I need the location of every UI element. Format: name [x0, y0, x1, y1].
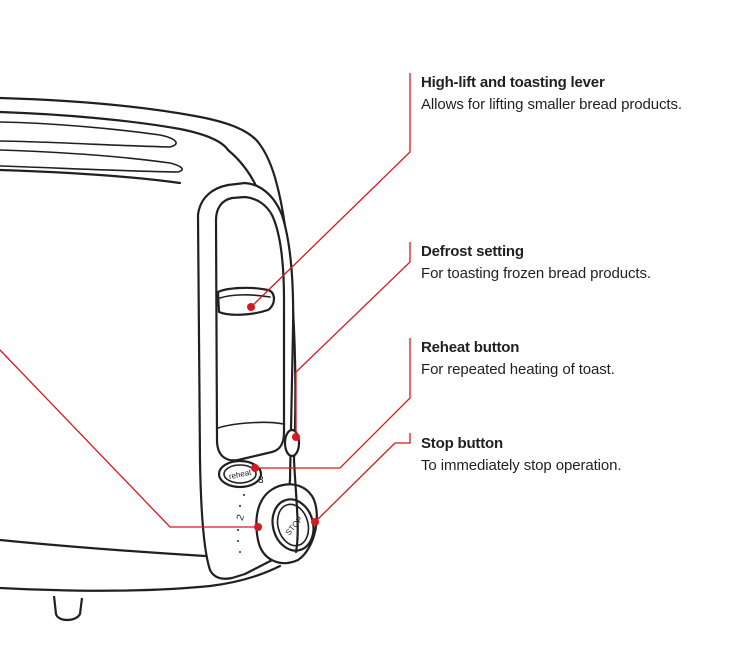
foot [52, 595, 84, 622]
dot-lever [247, 303, 255, 311]
lever-knob [216, 286, 276, 316]
base-curve [0, 538, 207, 558]
browning-scale: 3 2 [235, 475, 264, 553]
callout-title: High-lift and toasting lever [421, 74, 605, 91]
callout-title: Reheat button [421, 339, 520, 356]
lever-slot-bottom [217, 421, 285, 429]
callout-description: For toasting frozen bread products. [421, 265, 651, 282]
base-front [292, 458, 299, 554]
leader-lines [0, 73, 411, 531]
leader-defrost [295, 242, 411, 434]
callout-title: Defrost setting [421, 243, 524, 260]
dot-defrost [292, 433, 300, 441]
top-slot-rim [0, 110, 230, 152]
lever-knob-top [219, 294, 271, 299]
leader-lever [250, 73, 411, 308]
dial-number-2: 2 [235, 513, 247, 522]
callout-stop: Stop button To immediately stop operatio… [421, 434, 622, 476]
leader-stop [314, 433, 411, 523]
bread-slot-1 [0, 121, 177, 148]
callout-lever: High-lift and toasting lever Allows for … [421, 73, 682, 115]
callout-description: For repeated heating of toast. [421, 361, 615, 378]
top-edge-inner [0, 168, 182, 185]
leader-browning-dial [0, 349, 258, 528]
bread-slot-2 [0, 149, 183, 173]
lever-frame-inner [214, 195, 286, 462]
callout-reheat: Reheat button For repeated heating of to… [421, 338, 615, 380]
stop-dial: STOP [255, 483, 318, 565]
toaster-body: reheat 3 2 STOP [0, 96, 318, 622]
dial-number-3: 3 [258, 475, 264, 486]
callout-defrost: Defrost setting For toasting frozen brea… [421, 242, 651, 284]
dot-reheat [251, 464, 259, 472]
dot-browning-dial [254, 523, 262, 531]
reheat-button: reheat [217, 459, 263, 489]
base-bottom [0, 564, 282, 592]
callout-description: To immediately stop operation. [421, 457, 622, 474]
callout-title: Stop button [421, 435, 503, 452]
callout-description: Allows for lifting smaller bread product… [421, 96, 682, 113]
dot-stop [311, 518, 319, 526]
top-slot-outer [0, 96, 260, 144]
leader-reheat [255, 338, 411, 469]
